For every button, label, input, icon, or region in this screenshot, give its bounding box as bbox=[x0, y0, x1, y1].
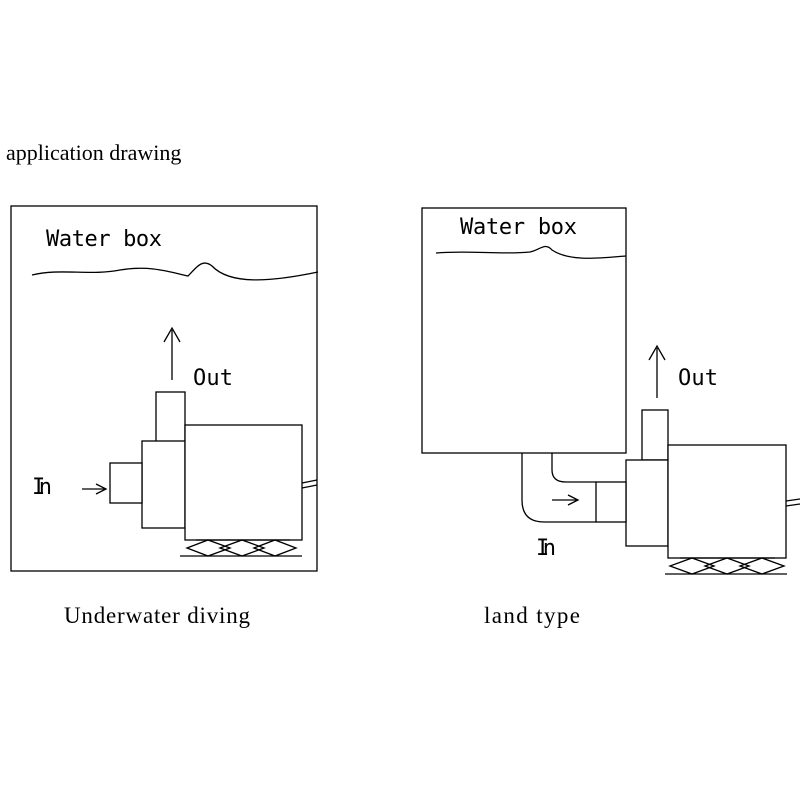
power-cable bbox=[785, 498, 800, 502]
pump-motor bbox=[667, 444, 787, 559]
in-arrow bbox=[552, 494, 580, 506]
out-label: Out bbox=[678, 366, 718, 391]
out-label: Out bbox=[193, 366, 233, 391]
water-box-outline bbox=[421, 207, 627, 454]
in-label: In bbox=[32, 475, 52, 500]
pump-inlet bbox=[109, 462, 143, 504]
power-cable bbox=[301, 479, 318, 484]
drawing-title: application drawing bbox=[6, 140, 181, 165]
land-type-caption: land type bbox=[484, 603, 580, 628]
pump bbox=[595, 409, 800, 575]
pump-outlet bbox=[155, 391, 186, 443]
pump-head bbox=[625, 459, 669, 547]
pump bbox=[109, 391, 318, 557]
pump-inlet bbox=[595, 481, 627, 523]
suction-feet bbox=[665, 557, 787, 575]
out-arrow bbox=[648, 344, 666, 398]
in-label: In bbox=[536, 536, 556, 561]
underwater-caption: Underwater diving bbox=[64, 603, 251, 628]
out-arrow bbox=[163, 326, 181, 380]
pump-motor bbox=[184, 424, 303, 541]
water-box-label: Water box bbox=[46, 227, 162, 252]
water-surface-line bbox=[435, 245, 627, 259]
pump-outlet bbox=[641, 409, 669, 461]
water-box-label: Water box bbox=[460, 215, 577, 240]
water-surface-line bbox=[31, 262, 319, 281]
inlet-pipe bbox=[521, 453, 596, 523]
suction-feet bbox=[180, 539, 302, 557]
pump-head bbox=[141, 440, 186, 529]
in-arrow bbox=[82, 483, 108, 495]
land-type-diagram: Water box In Out bbox=[421, 207, 800, 628]
underwater-diagram: Water box Out bbox=[10, 205, 319, 628]
water-box-outline bbox=[10, 205, 318, 572]
